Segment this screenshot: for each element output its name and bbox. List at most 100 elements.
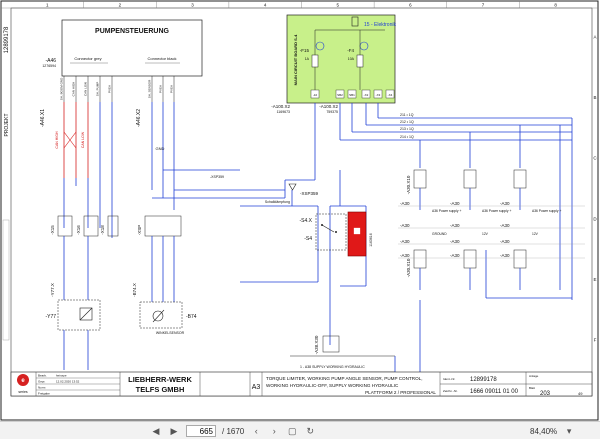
a38-label: -A38.X30 xyxy=(314,335,319,354)
main-board xyxy=(286,14,396,104)
a30-row-label: -A30 xyxy=(500,253,510,258)
pump-blue-wires xyxy=(63,102,285,238)
xsp-label: -XSP xyxy=(137,225,142,236)
rotate-icon[interactable]: ↻ xyxy=(306,425,315,436)
desc-line-1: TORQUE LIMITER, WORKING PUMP ANGLE SENSO… xyxy=(266,376,422,381)
bus-label-3: 213 • 1Q xyxy=(400,127,414,131)
a30-ground: GROUND xyxy=(432,232,447,236)
board-plug-icon xyxy=(351,16,359,27)
a30-top-label: -A30.X10 xyxy=(406,175,411,194)
row-letter: F xyxy=(594,338,597,343)
series-logo-icon: e xyxy=(17,374,29,386)
prev-page-icon[interactable]: ◀ xyxy=(152,425,160,436)
pump-control-title: PUMPENSTEUERUNG xyxy=(95,28,169,35)
pdf-viewer-toolbar: ◀ ▶ / 1670 ‹ › ▢ ↻ 84,40% ▾ xyxy=(0,421,600,439)
tb-row-1: Bearb. xyxy=(38,374,47,378)
von-value: 49 xyxy=(578,391,583,396)
fuse-ref-circle-1 xyxy=(315,41,325,51)
tb-row-2: Gepr. xyxy=(38,380,46,384)
a46x1-label: -A46.X1 xyxy=(40,109,46,127)
xsp359-label: -XSP359 xyxy=(300,191,319,196)
left-strip-label: PROJEKT xyxy=(4,113,10,136)
column-number: 6 xyxy=(409,3,412,8)
pump-pin-label: PVEA xyxy=(159,85,163,93)
fuse-f4-label: -F4 xyxy=(347,48,354,53)
column-number: 8 xyxy=(554,3,557,8)
a30-bottom-label: -A30.X10 xyxy=(406,258,411,277)
next-chevron-icon[interactable]: › xyxy=(272,426,276,436)
row-letter: A xyxy=(593,34,596,39)
row-letters: A B C D E F xyxy=(593,34,597,342)
a30-row-label: -A30 xyxy=(450,239,460,244)
bus-label-4: 214 • 1Q xyxy=(400,135,414,139)
row-letter: C xyxy=(593,156,597,161)
fit-page-icon[interactable]: ▢ xyxy=(287,425,297,436)
pump-pin-label: SH, SENSOR xyxy=(148,79,152,98)
connector-grey-label: Connector grey xyxy=(74,56,101,61)
row-letter: E xyxy=(593,277,596,282)
fuse-f15-label: -F15 xyxy=(300,48,310,53)
column-number: 3 xyxy=(191,3,194,8)
can-low-label: CAN LOW xyxy=(81,131,85,148)
gnd-label-1: GND xyxy=(156,146,165,151)
row-letter: D xyxy=(593,216,597,221)
page-number-input[interactable] xyxy=(186,425,216,437)
can-wires xyxy=(63,102,101,178)
column-number: 2 xyxy=(119,3,122,8)
board-pin-label: -X2 xyxy=(364,93,369,97)
tb-row-3: Norm xyxy=(38,386,46,390)
a30-12v-1: 12V xyxy=(482,232,489,236)
next-page-icon[interactable]: ▶ xyxy=(170,425,178,436)
board-title: MAIN CIRCUIT BOARD S-4 xyxy=(293,34,298,85)
sensor-name: Schalldämpfung xyxy=(265,200,290,204)
s4-label: -S4 xyxy=(304,236,312,242)
a30-row-label: -A30 xyxy=(450,223,460,228)
a30-12v-2: 12V xyxy=(532,232,539,236)
pump-pin-label: PVEA xyxy=(170,85,174,93)
zoom-dropdown-icon[interactable]: ▾ xyxy=(566,425,572,436)
board-pin-label: -X4 xyxy=(388,93,393,97)
a30-row-label: -A30 xyxy=(400,223,410,228)
switch-s4 xyxy=(315,213,347,251)
left-strip-notes xyxy=(2,219,10,341)
board-ref-left: -A100.X2 xyxy=(271,104,290,109)
board-ref-right: -A100.X2 xyxy=(319,104,338,109)
pump-pin-label: SH, PUMP xyxy=(96,82,100,97)
sheet-format: A3 xyxy=(252,384,261,391)
blatt-value: 203 xyxy=(540,391,551,397)
relay-window xyxy=(353,227,361,235)
zeich-label: Zeichn.-Nr. xyxy=(443,389,458,393)
zoom-level[interactable]: 84,40% xyxy=(530,426,558,436)
board-pin-label: SB2 xyxy=(337,93,343,97)
column-number: 4 xyxy=(264,3,267,8)
zeich-value: 1666 09011 01 00 xyxy=(470,389,519,395)
pump-ref-num: 1276594 xyxy=(42,64,56,68)
page-total: / 1670 xyxy=(222,426,245,436)
column-number: 7 xyxy=(482,3,485,8)
board-pin-label: -10 xyxy=(313,93,318,97)
pump-pin-label: CAN LOW xyxy=(84,82,88,96)
a30-row-label: -A30 xyxy=(450,253,460,258)
a30-power-3: A36 Power supply + xyxy=(532,209,561,213)
a30-power-1: A36 Power supply + xyxy=(432,209,461,213)
connector-black-label: Connector black xyxy=(148,56,177,61)
x16-label: -X16 xyxy=(76,225,81,235)
fuse-f15-val: 1A xyxy=(305,57,310,61)
a30-row-label: -A30 xyxy=(450,201,460,206)
tb-row-4: Freigabe xyxy=(38,392,50,396)
left-doc-number: 12899178 xyxy=(4,26,10,53)
a30-row-label: -A30 xyxy=(500,239,510,244)
xsp359-wire-1: -XSP359 xyxy=(210,175,224,179)
xsp359-junction xyxy=(240,170,367,345)
prev-chevron-icon[interactable]: ‹ xyxy=(254,426,258,436)
desc-line-3: PLATTFORM 2 / PROFESSIONAL xyxy=(365,390,436,395)
b74-desc: WINKELSENSOR xyxy=(156,331,185,335)
column-number: 5 xyxy=(337,3,340,8)
anlage-label: Anlage xyxy=(529,374,539,378)
row-letter: B xyxy=(593,95,596,100)
pump-pin-label: CAN HIGH xyxy=(72,82,76,97)
